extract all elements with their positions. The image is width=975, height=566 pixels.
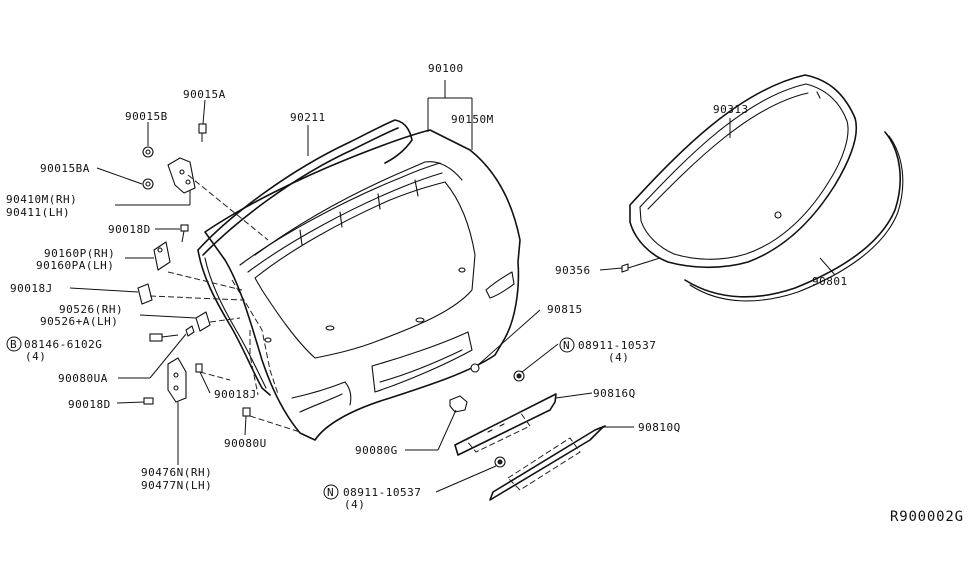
label-08146-qty: (4) <box>25 350 46 363</box>
label-90526A: 90526+A(LH) <box>40 315 118 328</box>
label-08911-right-qty: (4) <box>608 351 629 364</box>
label-90160PA: 90160PA(LH) <box>36 259 114 272</box>
label-08911-right-prefix: N <box>563 339 570 352</box>
label-90150M: 90150M <box>451 113 494 126</box>
label-90160P: 90160P(RH) <box>44 247 115 260</box>
label-08911-bottom: 08911-10537 <box>343 486 421 499</box>
label-90015BA: 90015BA <box>40 162 90 175</box>
glass-molding-90801 <box>684 131 904 302</box>
label-90801: 90801 <box>812 275 848 288</box>
label-90015A: 90015A <box>183 88 226 101</box>
label-90080U: 90080U <box>224 437 267 450</box>
nut-n-marker-right <box>559 337 575 353</box>
label-90815: 90815 <box>547 303 583 316</box>
hinge-hardware <box>137 123 301 433</box>
label-90100: 90100 <box>428 62 464 75</box>
label-90018J-bottom: 90018J <box>214 388 257 401</box>
label-08911-right: 08911-10537 <box>578 339 656 352</box>
label-08911-bottom-qty: (4) <box>344 498 365 511</box>
bolt-b-marker <box>6 336 22 352</box>
label-90080G: 90080G <box>355 444 398 457</box>
label-90526: 90526(RH) <box>59 303 123 316</box>
nut-n-marker-bottom <box>323 484 339 500</box>
label-90018D-bottom: 90018D <box>68 398 111 411</box>
label-08146: 08146-6102G <box>24 338 102 351</box>
leader-lines <box>69 80 836 493</box>
label-08146-prefix: B <box>10 338 17 351</box>
back-window-glass-90313 <box>629 74 858 269</box>
label-90015B: 90015B <box>125 110 168 123</box>
label-90410M: 90410M(RH) <box>6 193 77 206</box>
garnish-90810Q <box>489 425 606 501</box>
label-08911-bottom-prefix: N <box>327 486 334 499</box>
label-90356: 90356 <box>555 264 591 277</box>
part-labels: 90100 90211 90150M 90313 90015A 90015B 9… <box>6 62 964 525</box>
label-90476N: 90476N(RH) <box>141 466 212 479</box>
label-90313: 90313 <box>713 103 749 116</box>
label-90810Q: 90810Q <box>638 421 681 434</box>
label-90816Q: 90816Q <box>593 387 636 400</box>
label-90411: 90411(LH) <box>6 206 70 219</box>
label-90018D-top: 90018D <box>108 223 151 236</box>
garnish-90816Q <box>454 393 557 456</box>
label-90018J-left: 90018J <box>10 282 53 295</box>
label-90477N: 90477N(LH) <box>141 479 212 492</box>
weatherstrip-90211 <box>197 119 413 396</box>
label-90080UA: 90080UA <box>58 372 108 385</box>
back-door-panel <box>204 129 521 441</box>
label-90211: 90211 <box>290 111 326 124</box>
diagram-reference: R900002G <box>890 509 964 525</box>
small-hardware-right <box>449 257 661 468</box>
